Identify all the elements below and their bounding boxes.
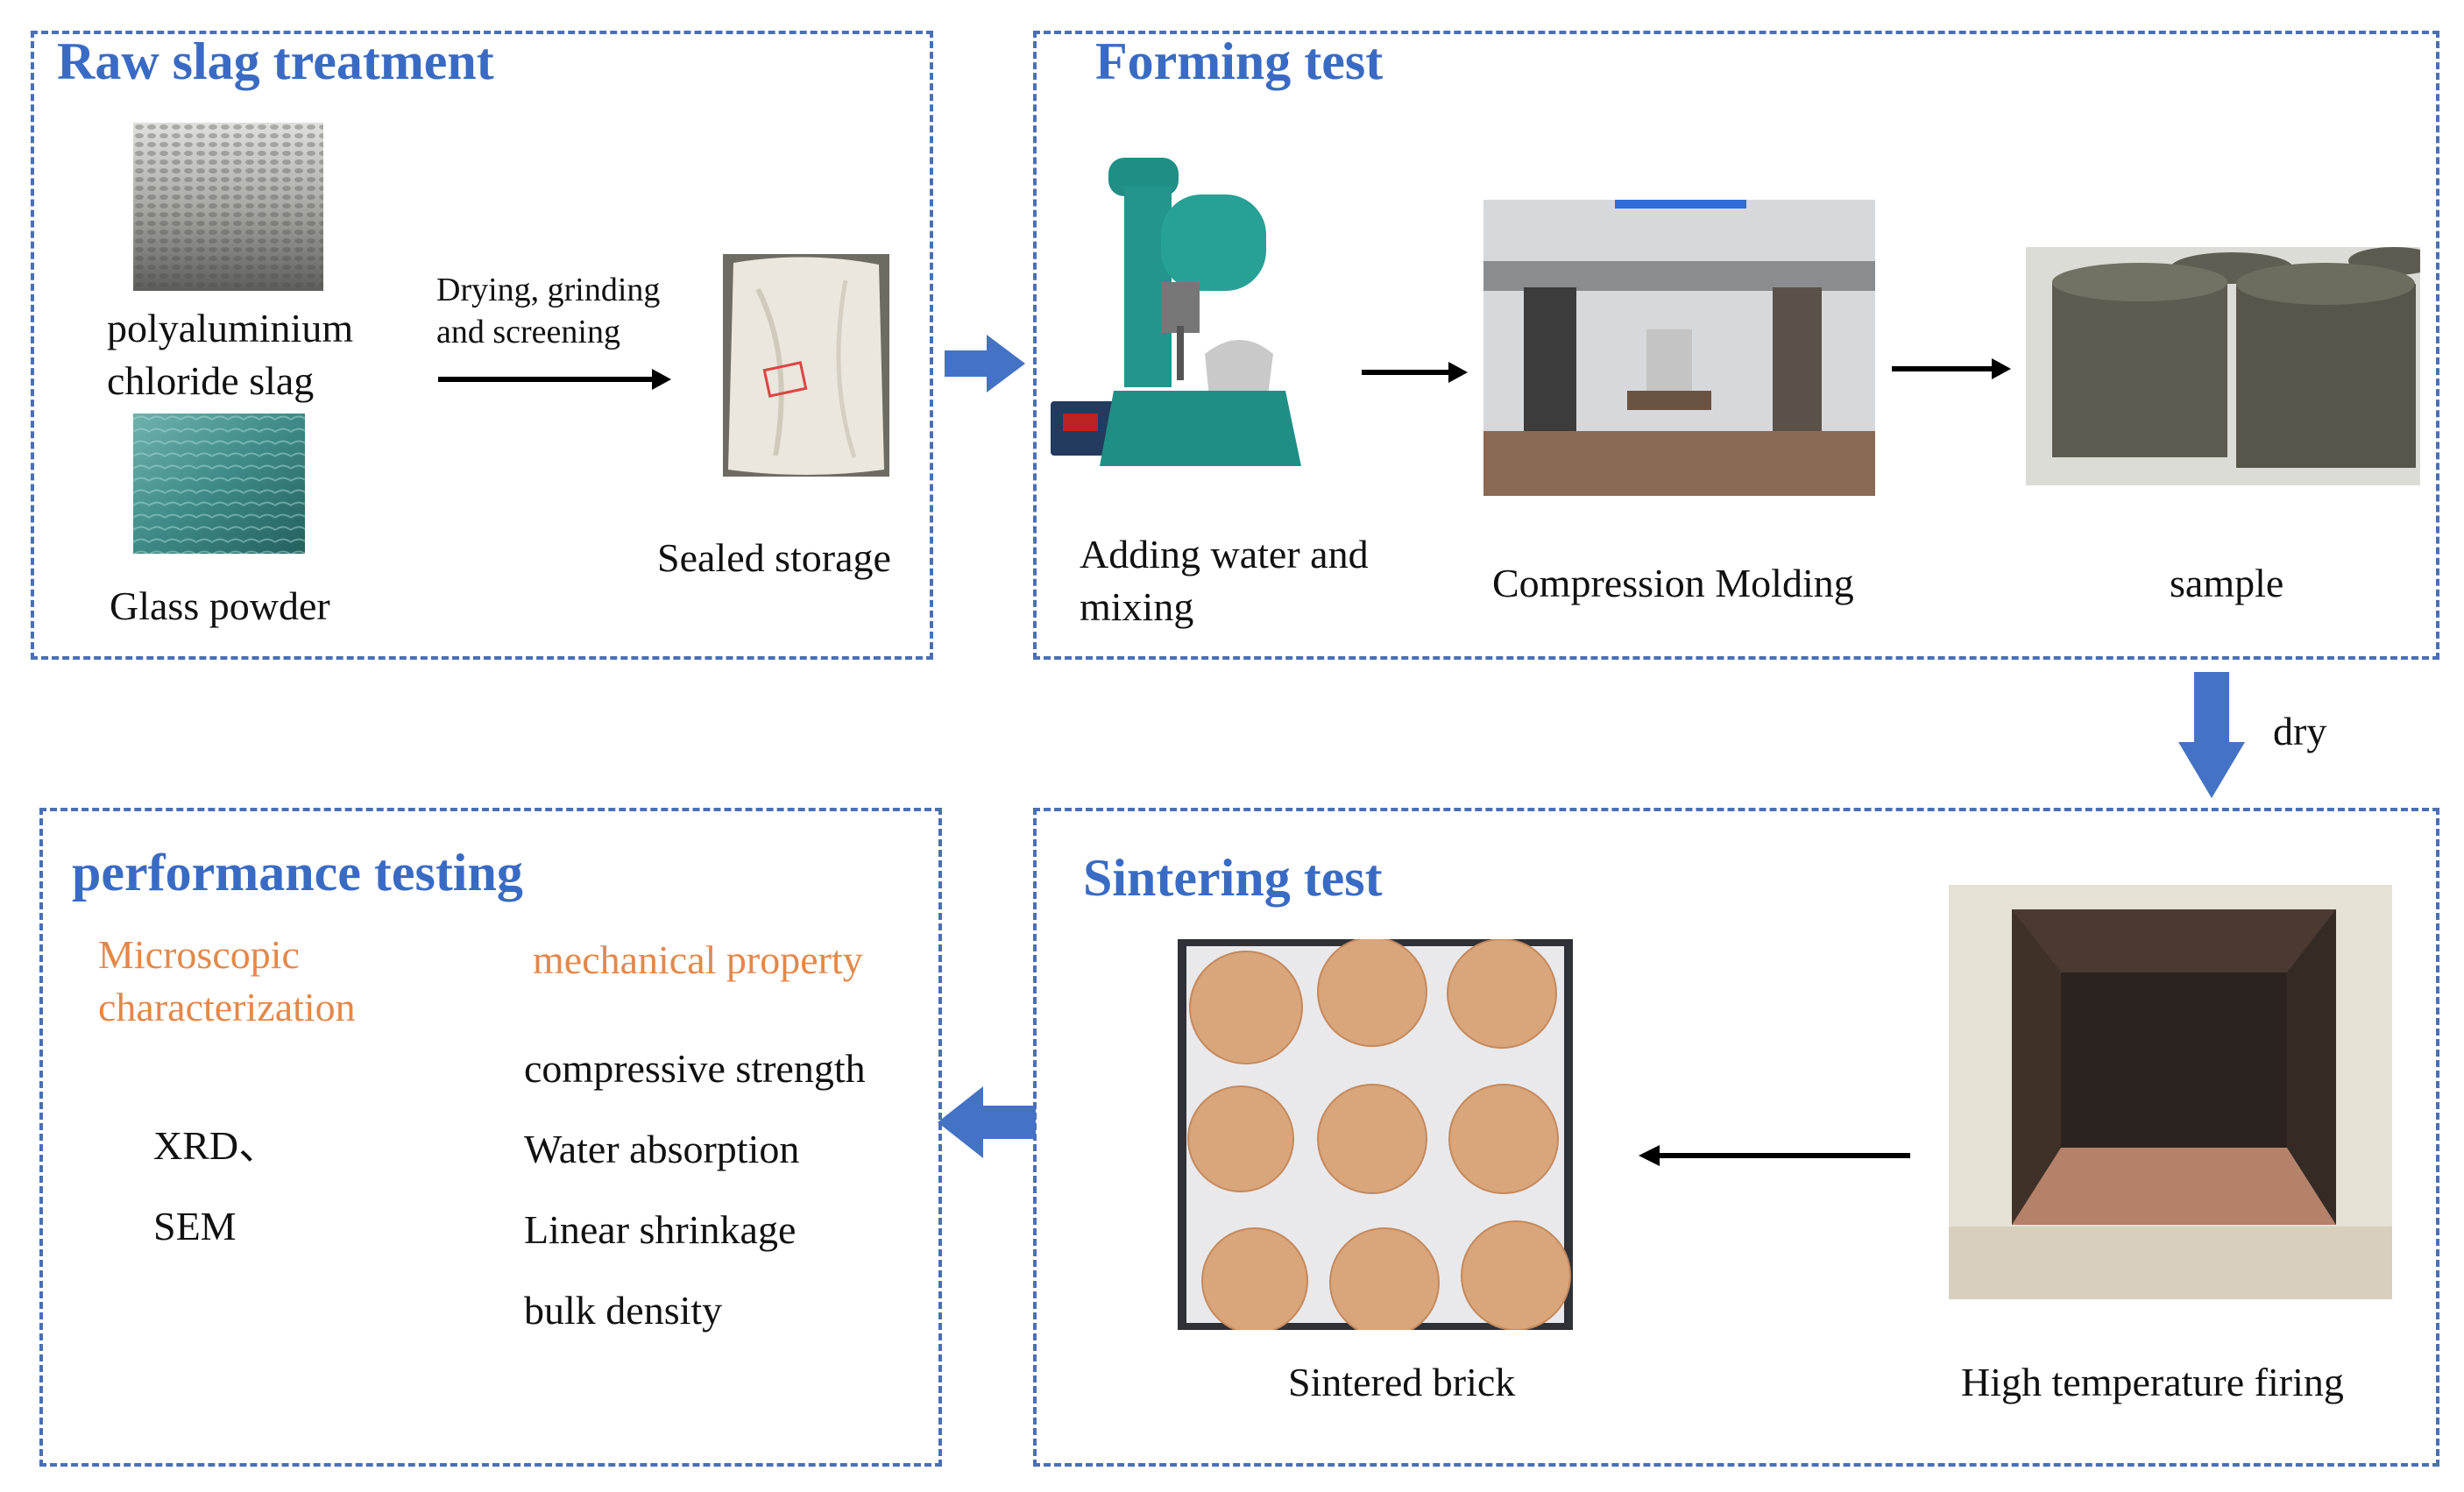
performance-panel (39, 808, 942, 1467)
sample-label: sample (2170, 561, 2284, 605)
raw-slag-title: Raw slag treatment (57, 32, 494, 90)
sintering-title: Sintering test (1083, 849, 1383, 907)
flow-arrow-left-icon (938, 1086, 1036, 1158)
furnace-photo (1949, 885, 2392, 1299)
glass-powder-label: Glass powder (110, 583, 330, 628)
microscopic-title: Microscopic characterization (98, 932, 356, 1029)
mix-to-mold-arrow (1362, 362, 1468, 383)
xrd-label: XRD、 (153, 1123, 280, 1168)
sealed-bag-photo (723, 254, 889, 477)
mech-item: Linear shrinkage (524, 1207, 797, 1252)
press-photo (1483, 200, 1875, 496)
mech-item: Water absorption (524, 1127, 800, 1171)
sem-label: SEM (153, 1204, 237, 1248)
performance-title: performance testing (72, 844, 523, 902)
sintered-brick-label: Sintered brick (1288, 1360, 1516, 1404)
pac-slag-photo (133, 123, 323, 291)
mixing-label: Adding water and mixing (1080, 532, 1369, 629)
mechanical-title: mechanical property (533, 937, 863, 982)
raw-slag-panel (31, 31, 933, 660)
pac-slag-label: polyaluminium chloride slag (107, 306, 354, 403)
firing-label: High temperature firing (1961, 1360, 2344, 1404)
sintered-brick-photo (1178, 939, 1573, 1330)
mixer-photo (1038, 151, 1345, 510)
process-label: Drying, grinding and screening (436, 272, 661, 350)
mech-item: bulk density (524, 1288, 723, 1333)
forming-title: Forming test (1095, 32, 1384, 90)
flow-arrow-right-icon (945, 335, 1025, 392)
green-sample-photo (2026, 247, 2420, 485)
firing-to-brick-arrow (1639, 1145, 1910, 1166)
forming-panel (1033, 31, 2439, 660)
glass-powder-photo (133, 414, 305, 554)
flow-arrow-down-icon (2178, 672, 2245, 798)
mech-item: compressive strength (524, 1046, 866, 1091)
molding-label: Compression Molding (1492, 561, 1854, 605)
dry-label: dry (2273, 709, 2327, 753)
process-arrow (438, 369, 671, 390)
mold-to-sample-arrow (1892, 358, 2011, 379)
sealed-storage-label: Sealed storage (657, 535, 891, 580)
